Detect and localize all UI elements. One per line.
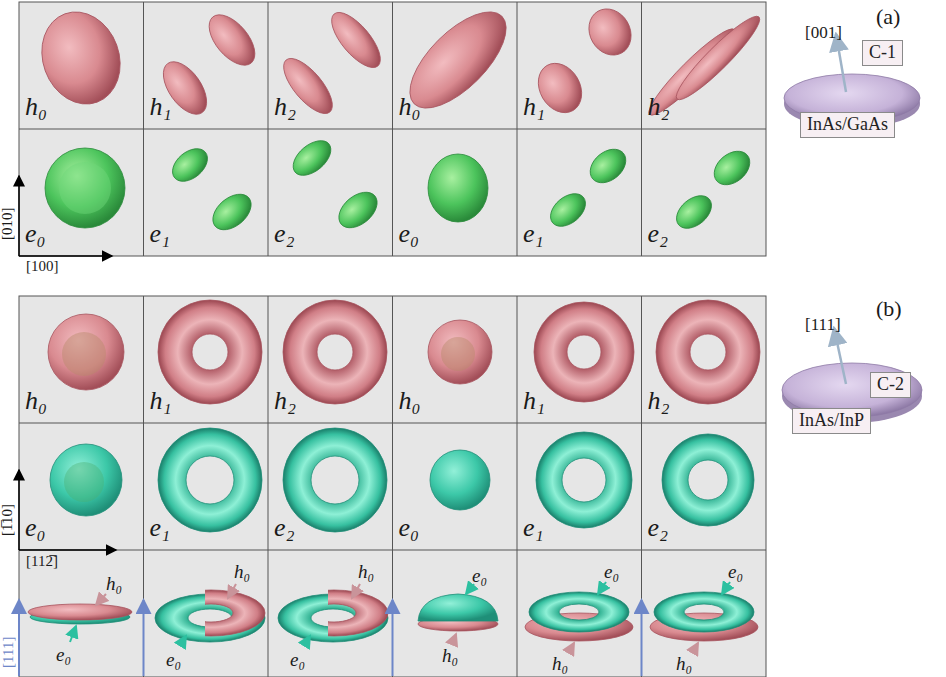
- panel-grid: [19, 2, 766, 677]
- tag-text: InAs/InP: [799, 411, 864, 431]
- state-label: h₂: [274, 388, 296, 414]
- state-label: h₂: [648, 388, 670, 414]
- state-label: h₁: [523, 388, 545, 414]
- state-label: h₂: [648, 94, 670, 120]
- state-label: e₂: [274, 221, 295, 247]
- hole-density-a: [29, 0, 767, 124]
- direction-label: [111]: [805, 316, 841, 333]
- axis-label: [100]: [26, 259, 59, 274]
- side-state-label: e₀: [728, 562, 743, 581]
- state-label: e₂: [648, 515, 669, 541]
- state-label: h₀: [399, 388, 421, 414]
- side-state-label: h₀: [234, 562, 250, 581]
- side-state-label: h₀: [358, 562, 374, 581]
- side-state-label: e₀: [166, 650, 181, 669]
- axis-label: [111]: [1, 637, 16, 668]
- state-label: h₂: [274, 94, 296, 120]
- state-label: e₂: [274, 515, 295, 541]
- state-label: e₁: [523, 221, 544, 247]
- axis-arrows: [19, 176, 116, 550]
- state-label: h₁: [150, 94, 172, 120]
- state-label: e₁: [523, 515, 544, 541]
- state-label: e₂: [648, 221, 669, 247]
- side-state-label: h₀: [676, 654, 692, 673]
- panel-letter: (b): [876, 298, 902, 320]
- state-label: h₀: [25, 94, 47, 120]
- axis-label: [112̅]: [26, 554, 58, 569]
- structure-tag: C-2: [870, 372, 911, 398]
- tag-text: C-2: [877, 375, 904, 395]
- state-label: h₁: [523, 94, 545, 120]
- pointer-arrows: [70, 582, 730, 650]
- tag-text: C-1: [869, 43, 896, 63]
- material-tag: InAs/GaAs: [800, 112, 895, 138]
- dot-sketch: [782, 34, 922, 423]
- side-state-label: e₀: [472, 566, 487, 585]
- state-label: e₀: [399, 221, 420, 247]
- state-label: h₀: [399, 94, 421, 120]
- side-state-label: e₀: [604, 562, 619, 581]
- state-label: e₀: [25, 221, 46, 247]
- axis-label: [1̅10]: [0, 504, 15, 536]
- structure-tag: C-1: [862, 40, 903, 66]
- panel-letter: (a): [876, 6, 900, 28]
- state-label: e₀: [25, 515, 46, 541]
- state-label: e₁: [150, 515, 171, 541]
- growth-axis: [19, 600, 642, 676]
- axis-label: [010]: [0, 208, 15, 241]
- side-state-label: h₀: [442, 646, 458, 665]
- direction-label: [001]: [805, 24, 842, 41]
- material-tag: InAs/InP: [792, 408, 871, 434]
- state-label: e₀: [399, 515, 420, 541]
- side-state-label: h₀: [106, 574, 122, 593]
- state-label: e₁: [150, 221, 171, 247]
- grid-lines: [19, 2, 766, 677]
- side-state-label: e₀: [290, 650, 305, 669]
- state-label: h₁: [150, 388, 172, 414]
- side-state-label: h₀: [552, 654, 568, 673]
- side-state-label: e₀: [56, 645, 71, 664]
- state-label: h₀: [25, 388, 47, 414]
- tag-text: InAs/GaAs: [807, 115, 888, 135]
